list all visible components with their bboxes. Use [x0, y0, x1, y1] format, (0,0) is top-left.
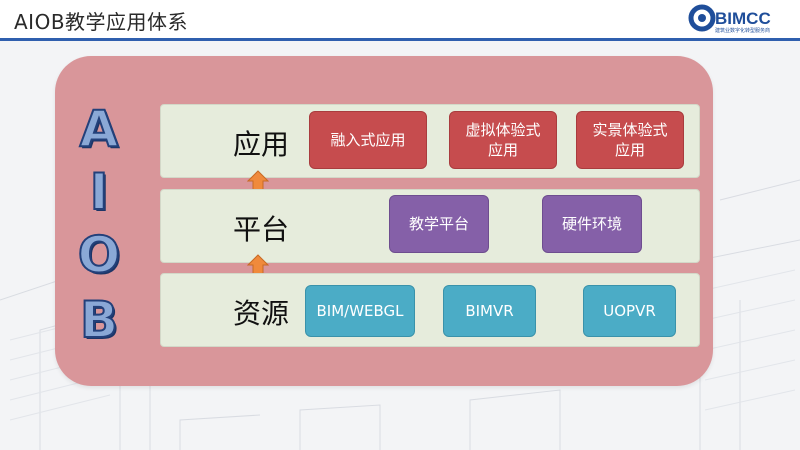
- logo-icon: BIMCC 建筑业数字化转型服务商: [688, 4, 771, 34]
- logo-tagline: 建筑业数字化转型服务商: [715, 27, 770, 34]
- app-box-virtual[interactable]: 虚拟体验式 应用: [449, 111, 557, 169]
- resource-box-uopvr[interactable]: UOPVR: [583, 285, 676, 337]
- side-letter-o: O: [77, 225, 122, 285]
- app-box-embedded[interactable]: 融入式应用: [309, 111, 427, 169]
- slide-title: AIOB教学应用体系: [14, 10, 189, 34]
- layer-label: 应用: [233, 128, 290, 161]
- layer-label: 平台: [233, 213, 290, 246]
- slide-header: AIOB教学应用体系 BIMCC 建筑业数字化转型服务商: [0, 0, 800, 41]
- app-box-realscene[interactable]: 实景体验式 应用: [576, 111, 684, 169]
- side-letter-i: I: [89, 162, 110, 222]
- platform-box-teaching[interactable]: 教学平台: [389, 195, 489, 253]
- side-letter-b: B: [79, 290, 119, 350]
- resource-box-bim-webgl[interactable]: BIM/WEBGL: [305, 285, 415, 337]
- resource-box-bimvr[interactable]: BIMVR: [443, 285, 536, 337]
- logo-text: BIMCC: [715, 9, 771, 28]
- platform-box-hardware[interactable]: 硬件环境: [542, 195, 642, 253]
- side-letter-a: A: [79, 99, 120, 159]
- layer-label: 资源: [233, 297, 290, 330]
